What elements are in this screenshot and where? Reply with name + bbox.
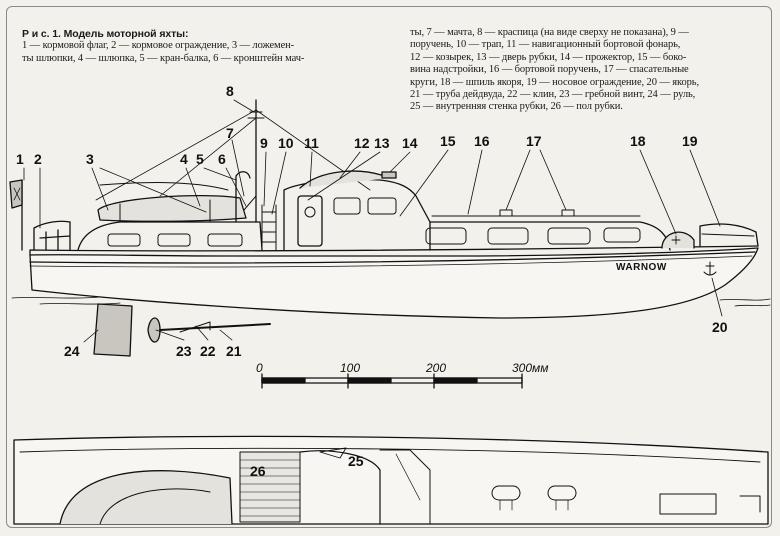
wheelhouse-floor (239, 451, 301, 523)
callout-13: 13 (374, 135, 390, 151)
visor (299, 170, 391, 189)
fwd-windows (425, 227, 641, 245)
hull (29, 247, 759, 319)
water-line (11, 296, 771, 307)
callout-8: 8 (226, 83, 234, 99)
callout-21: 21 (226, 343, 242, 359)
scale-labels: 0 100 200 300мм (256, 361, 548, 375)
life-rings (499, 209, 575, 217)
callout-14: 14 (402, 135, 418, 151)
scale-bar (261, 373, 523, 389)
callout-19: 19 (682, 133, 698, 149)
sheer-line (29, 251, 756, 264)
callout-15: 15 (440, 133, 456, 149)
callout-12: 12 (354, 135, 370, 151)
callout-17: 17 (526, 133, 542, 149)
hull-name: WARNOW (616, 262, 667, 273)
callout-5: 5 (196, 151, 204, 167)
anchor (703, 261, 717, 276)
wheelhouse-door (297, 195, 323, 247)
scale-label-200: 200 (425, 361, 446, 375)
davit (235, 171, 251, 223)
leader-lines (23, 99, 723, 343)
top-view-superstructure (379, 449, 431, 525)
aft-windows (107, 233, 243, 247)
scale-label-100: 100 (340, 361, 360, 375)
callout-18: 18 (630, 133, 646, 149)
callout-1: 1 (16, 151, 24, 167)
callout-9: 9 (260, 135, 268, 151)
callout-24: 24 (64, 343, 80, 359)
rudder (93, 303, 133, 357)
callout-22: 22 (200, 343, 216, 359)
legend-line: поручень, 10 — трап, 11 — навигационный … (410, 39, 681, 51)
callout-2: 2 (34, 151, 42, 167)
stern-rail (33, 220, 71, 251)
callout-3: 3 (86, 151, 94, 167)
callout-20: 20 (712, 319, 728, 335)
callout-11: 11 (304, 135, 319, 151)
top-view-life-rings (491, 485, 577, 511)
scale-label-0: 0 (256, 361, 263, 375)
wheelhouse-inner-wall (299, 450, 381, 525)
bow-rail (699, 223, 759, 247)
legend-line: ты шлюпки, 4 — шлюпка, 5 — кран-балка, 6… (22, 52, 305, 64)
legend-line: 12 — козырек, 13 — дверь рубки, 14 — про… (410, 51, 687, 63)
ladder (261, 204, 277, 251)
wheelhouse (283, 178, 431, 251)
callout-25: 25 (348, 453, 364, 469)
top-view-dinghy (59, 470, 233, 525)
stern-flag (9, 179, 23, 251)
legend-line: вина надстройки, 16 — бортовой поручень,… (410, 64, 689, 76)
callout-labels: 1 2 3 4 5 6 7 8 9 10 11 12 13 14 15 16 1… (16, 83, 728, 479)
callout-16: 16 (474, 133, 490, 149)
callout-26: 26 (250, 463, 266, 479)
mast (243, 99, 265, 223)
figure-frame (6, 6, 772, 528)
callout-4: 4 (180, 151, 188, 167)
propeller (147, 317, 271, 343)
callout-23: 23 (176, 343, 192, 359)
legend-line: 1 — кормовой флаг, 2 — кормовое огражден… (22, 40, 295, 52)
callout-7: 7 (226, 125, 234, 141)
callout-6: 6 (218, 151, 226, 167)
legend-line: круги, 18 — шпиль якоря, 19 — носовое ог… (410, 76, 700, 88)
legend-line: ты, 7 — мачта, 8 — краспица (на виде све… (410, 27, 689, 38)
figure-title: Р и с. 1. Модель моторной яхты: (22, 28, 189, 40)
dinghy (97, 182, 247, 223)
legend-line: 25 — внутренняя стенка рубки, 26 — пол р… (410, 101, 623, 113)
deck-line (29, 245, 759, 256)
top-view-hatch (659, 493, 717, 515)
caption-left: Р и с. 1. Модель моторной яхты: 1 — корм… (22, 28, 382, 65)
scale-label-300: 300мм (512, 361, 548, 375)
legend-line: 21 — труба дейдвуда, 22 — клин, 23 — гре… (410, 89, 696, 101)
caption-right: ты, 7 — мачта, 8 — краспица (на виде све… (410, 27, 768, 114)
callout-10: 10 (278, 135, 294, 151)
searchlight (381, 171, 397, 179)
